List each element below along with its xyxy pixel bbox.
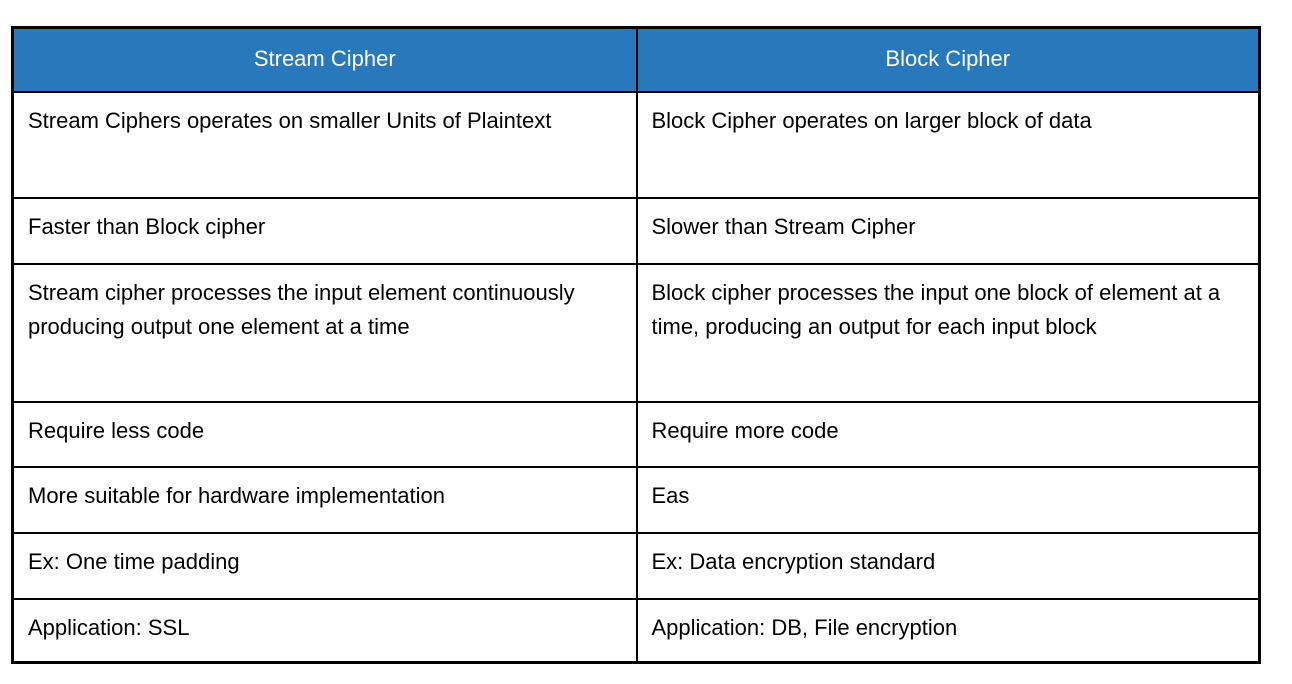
table-cell-block: Slower than Stream Cipher bbox=[635, 196, 1261, 265]
table-cell-block: Block Cipher operates on larger block of… bbox=[635, 90, 1261, 199]
table-cell-stream: Require less code bbox=[11, 400, 638, 468]
table-row: More suitable for hardware implementatio… bbox=[11, 465, 1261, 534]
table-cell-stream: Application: SSL bbox=[11, 597, 638, 664]
header-cell-stream-cipher: Stream Cipher bbox=[11, 26, 638, 93]
table-cell-stream: Stream cipher processes the input elemen… bbox=[11, 262, 638, 403]
table-row: Application: SSL Application: DB, File e… bbox=[11, 597, 1261, 664]
header-cell-block-cipher: Block Cipher bbox=[635, 26, 1261, 93]
table-row: Stream Ciphers operates on smaller Units… bbox=[11, 90, 1261, 199]
table-cell-stream: Ex: One time padding bbox=[11, 531, 638, 600]
header-row: Stream Cipher Block Cipher bbox=[11, 26, 1261, 93]
comparison-table: Stream Cipher Block Cipher Stream Cipher… bbox=[11, 26, 1261, 664]
table-cell-block: Application: DB, File encryption bbox=[635, 597, 1261, 664]
table-cell-block: Eas bbox=[635, 465, 1261, 534]
table-cell-stream: More suitable for hardware implementatio… bbox=[11, 465, 638, 534]
table-cell-block: Ex: Data encryption standard bbox=[635, 531, 1261, 600]
table-row: Require less code Require more code bbox=[11, 400, 1261, 468]
table-cell-block: Block cipher processes the input one blo… bbox=[635, 262, 1261, 403]
table-cell-stream: Faster than Block cipher bbox=[11, 196, 638, 265]
table-row: Faster than Block cipher Slower than Str… bbox=[11, 196, 1261, 265]
table-row: Ex: One time padding Ex: Data encryption… bbox=[11, 531, 1261, 600]
table-cell-block: Require more code bbox=[635, 400, 1261, 468]
table-cell-stream: Stream Ciphers operates on smaller Units… bbox=[11, 90, 638, 199]
table-row: Stream cipher processes the input elemen… bbox=[11, 262, 1261, 403]
